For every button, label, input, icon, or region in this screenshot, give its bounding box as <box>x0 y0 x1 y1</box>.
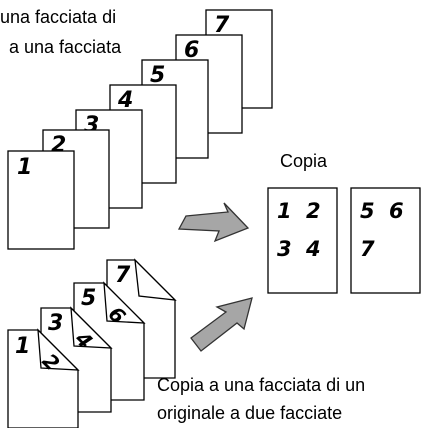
copy-sheet-1-cell: 4 <box>305 237 321 261</box>
svg-text:1: 1 <box>15 334 30 359</box>
svg-text:4: 4 <box>117 88 133 113</box>
copy-sheet-2-cell: 7 <box>360 237 375 261</box>
svg-text:7: 7 <box>115 263 131 288</box>
copy-sheet-1-cell: 1 <box>277 199 292 223</box>
copy-sheet-2: 5 6 7 <box>350 187 421 294</box>
copy-sheet-1-cell: 2 <box>306 199 321 223</box>
top-caption-line-1: una facciata di <box>0 7 117 27</box>
arrow-upper-right-icon <box>177 202 250 243</box>
svg-text:7: 7 <box>214 13 230 38</box>
copy-sheet-2-cell: 5 <box>360 199 375 223</box>
copy-sheet-1-cell: 3 <box>277 237 292 261</box>
copy-label: Copia <box>280 151 328 171</box>
svg-text:5: 5 <box>81 286 96 311</box>
copy-sheet-2-cell: 6 <box>389 199 404 223</box>
duplex-sheet-1-2: 1 2 <box>7 328 80 428</box>
svg-text:1: 1 <box>17 155 32 180</box>
two-sided-stack: 7 5 6 3 4 1 2 <box>7 258 177 428</box>
copy-sheet-1: 1 2 3 4 <box>267 187 338 294</box>
svg-text:3: 3 <box>48 311 63 336</box>
stack-page-1: 1 <box>7 150 75 250</box>
bottom-caption-line-1: Copia a una facciata di un <box>157 375 366 395</box>
top-caption-line-2: a una facciata <box>9 37 122 57</box>
svg-text:6: 6 <box>184 38 199 63</box>
bottom-caption-line-2: originale a due facciate <box>157 403 343 423</box>
svg-text:5: 5 <box>150 63 165 88</box>
single-sided-stack: 7 6 5 4 3 2 1 <box>7 9 273 250</box>
arrow-lower-up-right-icon <box>190 297 253 352</box>
